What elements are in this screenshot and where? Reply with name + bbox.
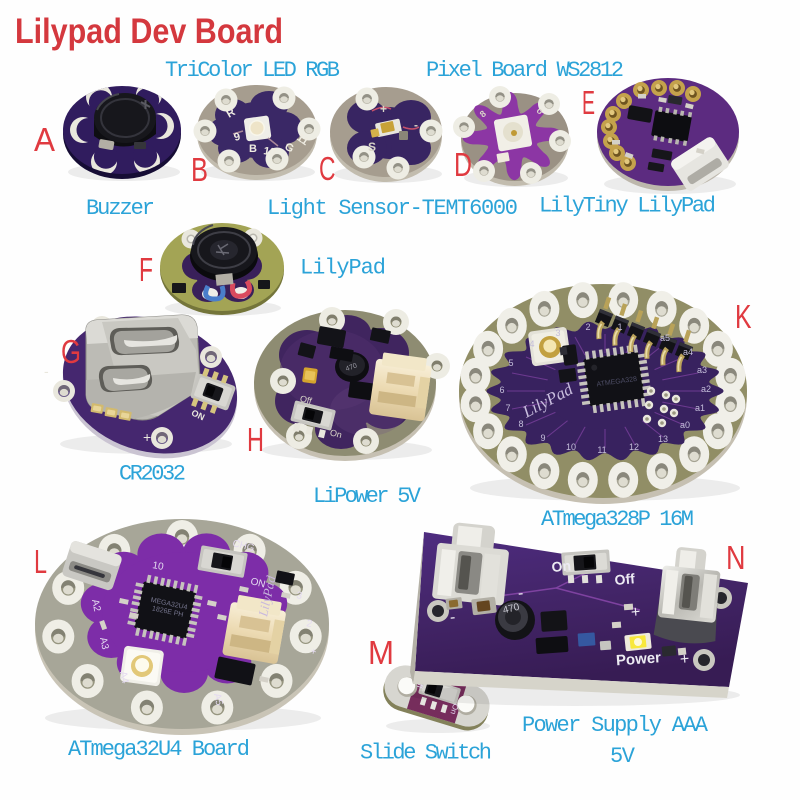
svg-text:3: 3: [555, 328, 560, 338]
svg-text:On: On: [551, 557, 572, 575]
svg-text:B: B: [249, 143, 257, 155]
svg-text:A: A: [34, 121, 55, 158]
svg-text:CHG: CHG: [231, 538, 255, 554]
svg-text:9: 9: [233, 131, 242, 144]
svg-text:13: 13: [658, 434, 668, 444]
svg-text:Lilypad Dev Board: Lilypad Dev Board: [15, 12, 283, 51]
svg-text:L: L: [34, 543, 47, 580]
svg-text:B: B: [191, 151, 208, 188]
svg-text:+: +: [679, 651, 690, 669]
svg-text:o: o: [535, 105, 546, 117]
svg-text:470: 470: [345, 362, 358, 373]
svg-text:A3: A3: [97, 636, 110, 651]
svg-text:-: -: [414, 118, 418, 132]
svg-text:12: 12: [629, 442, 639, 452]
svg-text:S: S: [368, 140, 376, 154]
svg-text:4: 4: [529, 339, 534, 349]
svg-text:-: -: [517, 585, 524, 602]
svg-text:a2: a2: [701, 384, 711, 394]
svg-text:-: -: [449, 609, 456, 626]
svg-text:5: 5: [508, 358, 513, 368]
svg-text:5V: 5V: [610, 744, 636, 769]
svg-text:a5: a5: [660, 333, 670, 343]
svg-text:LilyTiny LilyPad: LilyTiny LilyPad: [539, 194, 716, 219]
svg-text:CR2032: CR2032: [119, 462, 186, 487]
svg-text:ATmega32U4 Board: ATmega32U4 Board: [68, 737, 250, 762]
svg-text:10: 10: [566, 442, 576, 452]
svg-text:10: 10: [151, 560, 164, 573]
svg-text:6: 6: [499, 385, 504, 395]
svg-text:Off: Off: [299, 393, 314, 406]
svg-text:a1: a1: [695, 403, 705, 413]
svg-text:a3: a3: [697, 365, 707, 375]
svg-text:Pixel Board WS2812: Pixel Board WS2812: [426, 58, 624, 83]
svg-text:C: C: [319, 150, 336, 187]
svg-text:-: -: [44, 363, 49, 379]
svg-text:ATmega328P 16M: ATmega328P 16M: [541, 507, 694, 532]
svg-text:M: M: [368, 634, 394, 671]
svg-text:8: 8: [478, 109, 488, 120]
svg-text:Light Sensor-TEMT6000: Light Sensor-TEMT6000: [267, 196, 518, 221]
svg-text:TriColor LED RGB: TriColor LED RGB: [165, 58, 340, 83]
svg-text:A4: A4: [117, 670, 130, 685]
svg-text:2: 2: [305, 618, 313, 630]
svg-text:ON: ON: [249, 576, 266, 590]
svg-text:A2: A2: [89, 598, 102, 613]
svg-text:2: 2: [585, 322, 590, 332]
svg-text:LilyPad: LilyPad: [300, 256, 386, 281]
svg-text:9: 9: [540, 433, 545, 443]
svg-text:Slide Switch: Slide Switch: [360, 741, 492, 766]
svg-text:11: 11: [597, 445, 606, 455]
svg-text:Power Supply AAA: Power Supply AAA: [522, 713, 709, 738]
svg-text:7: 7: [505, 403, 510, 413]
svg-text:F: F: [139, 251, 153, 288]
svg-text:Off: Off: [614, 570, 636, 588]
svg-text:a0: a0: [680, 420, 690, 430]
svg-text:G: G: [61, 333, 81, 370]
svg-text:+: +: [143, 429, 151, 445]
svg-text:a4: a4: [683, 347, 693, 357]
svg-text:N: N: [726, 539, 746, 576]
svg-text:H: H: [247, 421, 264, 458]
svg-text:E: E: [582, 84, 595, 121]
svg-text:On: On: [449, 703, 461, 716]
svg-text:1: 1: [617, 322, 622, 332]
svg-text:D: D: [454, 146, 472, 183]
svg-text:8: 8: [518, 419, 523, 429]
svg-text:A5: A5: [211, 692, 224, 707]
svg-text:3: 3: [295, 590, 303, 602]
svg-text:On: On: [329, 427, 343, 440]
svg-text:470: 470: [502, 602, 521, 617]
svg-text:10: 10: [262, 145, 276, 159]
svg-text:+: +: [309, 646, 317, 658]
svg-text:Power: Power: [615, 649, 661, 669]
svg-text:K: K: [735, 298, 752, 335]
svg-text:11: 11: [294, 132, 310, 149]
svg-text:LiPower 5V: LiPower 5V: [313, 484, 422, 509]
svg-text:+: +: [380, 102, 387, 116]
svg-text:+: +: [630, 604, 641, 622]
svg-text:Buzzer: Buzzer: [86, 196, 155, 221]
